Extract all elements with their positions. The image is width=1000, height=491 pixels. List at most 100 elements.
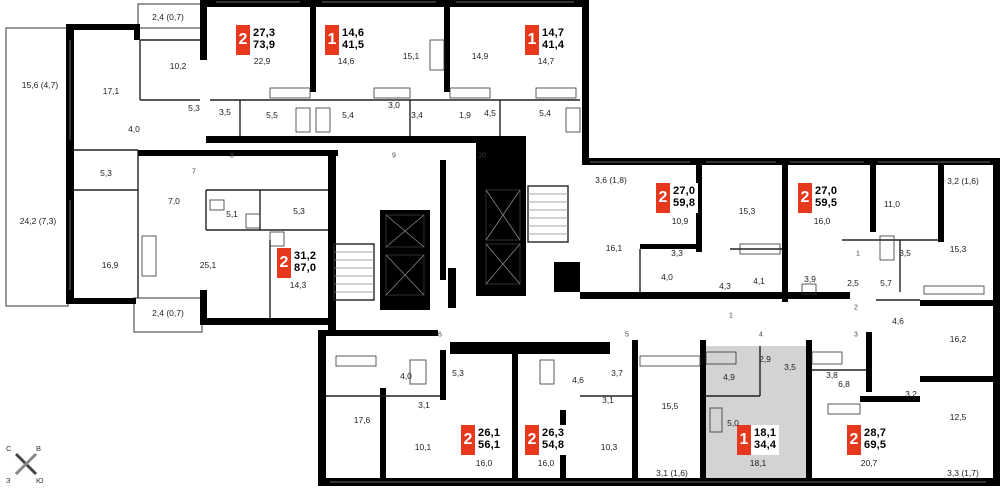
room-area: 16,1 [605,243,623,253]
axis-marker: 8 [230,152,234,160]
room-area: 15,1 [402,51,420,61]
compass: С В З Ю [6,444,46,486]
room-area: 17,6 [353,415,371,425]
room-area: 5,3 [452,368,464,378]
staircase [333,243,375,301]
room-area: 14,7 [537,56,555,66]
room-area: 5,0 [727,418,739,428]
total-area: 73,9 [253,39,276,51]
axis-marker: 9 [392,152,396,160]
windows [69,1,990,483]
room-count: 2 [847,425,861,455]
compass-north: С [6,444,12,453]
room-count: 2 [525,425,539,455]
room-area: 11,0 [884,199,900,209]
wall [206,136,498,143]
room-count: 2 [461,425,475,455]
wall [200,0,207,60]
wall [318,330,326,486]
room-area: 16,2 [949,334,967,344]
wall [476,136,526,296]
room-area: 5,7 [880,278,892,288]
wall [440,350,446,400]
room-count: 2 [277,248,291,278]
room-area: 5,3 [293,206,305,216]
room-area: 4,1 [753,276,765,286]
room-area: 15,3 [738,206,756,216]
room-area: 5,3 [100,168,112,178]
living-area: 14,6 [342,27,365,39]
wall [66,298,136,304]
axis-marker: 1 [856,250,860,258]
elevator-shaft [485,243,521,285]
wall [380,210,430,310]
wall [444,0,450,92]
wall [632,340,638,482]
wall [582,158,1000,165]
room-area: 4,5 [484,108,496,118]
wall [696,162,702,252]
total-area: 59,5 [815,197,838,209]
wall [782,162,788,302]
room-area: 3,0 [388,100,400,110]
wall [66,24,136,30]
total-area: 87,0 [294,262,317,274]
wall [580,292,850,299]
elevator-shaft [385,254,425,296]
room-count: 1 [737,425,751,455]
wall [993,158,1000,486]
room-area: 4,6 [572,375,584,385]
room-area: 3,2 (1,6) [947,176,979,186]
elevator-shaft [485,189,521,241]
room-count: 1 [525,25,539,55]
partitions [74,39,938,397]
living-area: 18,1 [754,427,777,439]
total-area: 41,5 [342,39,365,51]
total-area: 59,8 [673,197,696,209]
total-area: 34,4 [754,439,777,451]
room-area: 4,6 [892,316,904,326]
room-area: 3,5 [899,248,911,258]
total-area: 56,1 [478,439,501,451]
fixtures [141,39,985,433]
balcony-left [5,27,69,307]
wall [806,340,812,482]
room-area: 3,8 [826,370,838,380]
wall [450,342,610,354]
room-area: 12,5 [949,412,967,422]
living-area: 27,3 [253,27,276,39]
wall [328,150,336,330]
room-area: 3,7 [611,368,623,378]
room-area: 15,5 [661,401,679,411]
room-area: 4,9 [723,372,735,382]
room-area: 3,3 (1,7) [947,468,979,478]
room-area: 15,3 [949,244,967,254]
wall [200,290,207,325]
living-area: 27,0 [673,185,696,197]
compass-east: В [36,444,42,453]
living-area: 27,0 [815,185,838,197]
selected-apartment-area [702,346,806,478]
room-area: 3,1 (1,6) [656,468,688,478]
room-area: 3,5 [784,362,796,372]
wall [440,160,446,280]
room-area: 2,4 (0,7) [152,12,184,22]
room-area: 4,0 [661,272,673,282]
wall [870,162,876,232]
room-area: 2,4 (0,7) [152,308,184,318]
room-area: 16,0 [537,458,555,468]
elevator-shaft [385,214,425,248]
axis-marker: 6 [438,331,442,339]
room-area: 3,9 [804,274,816,284]
